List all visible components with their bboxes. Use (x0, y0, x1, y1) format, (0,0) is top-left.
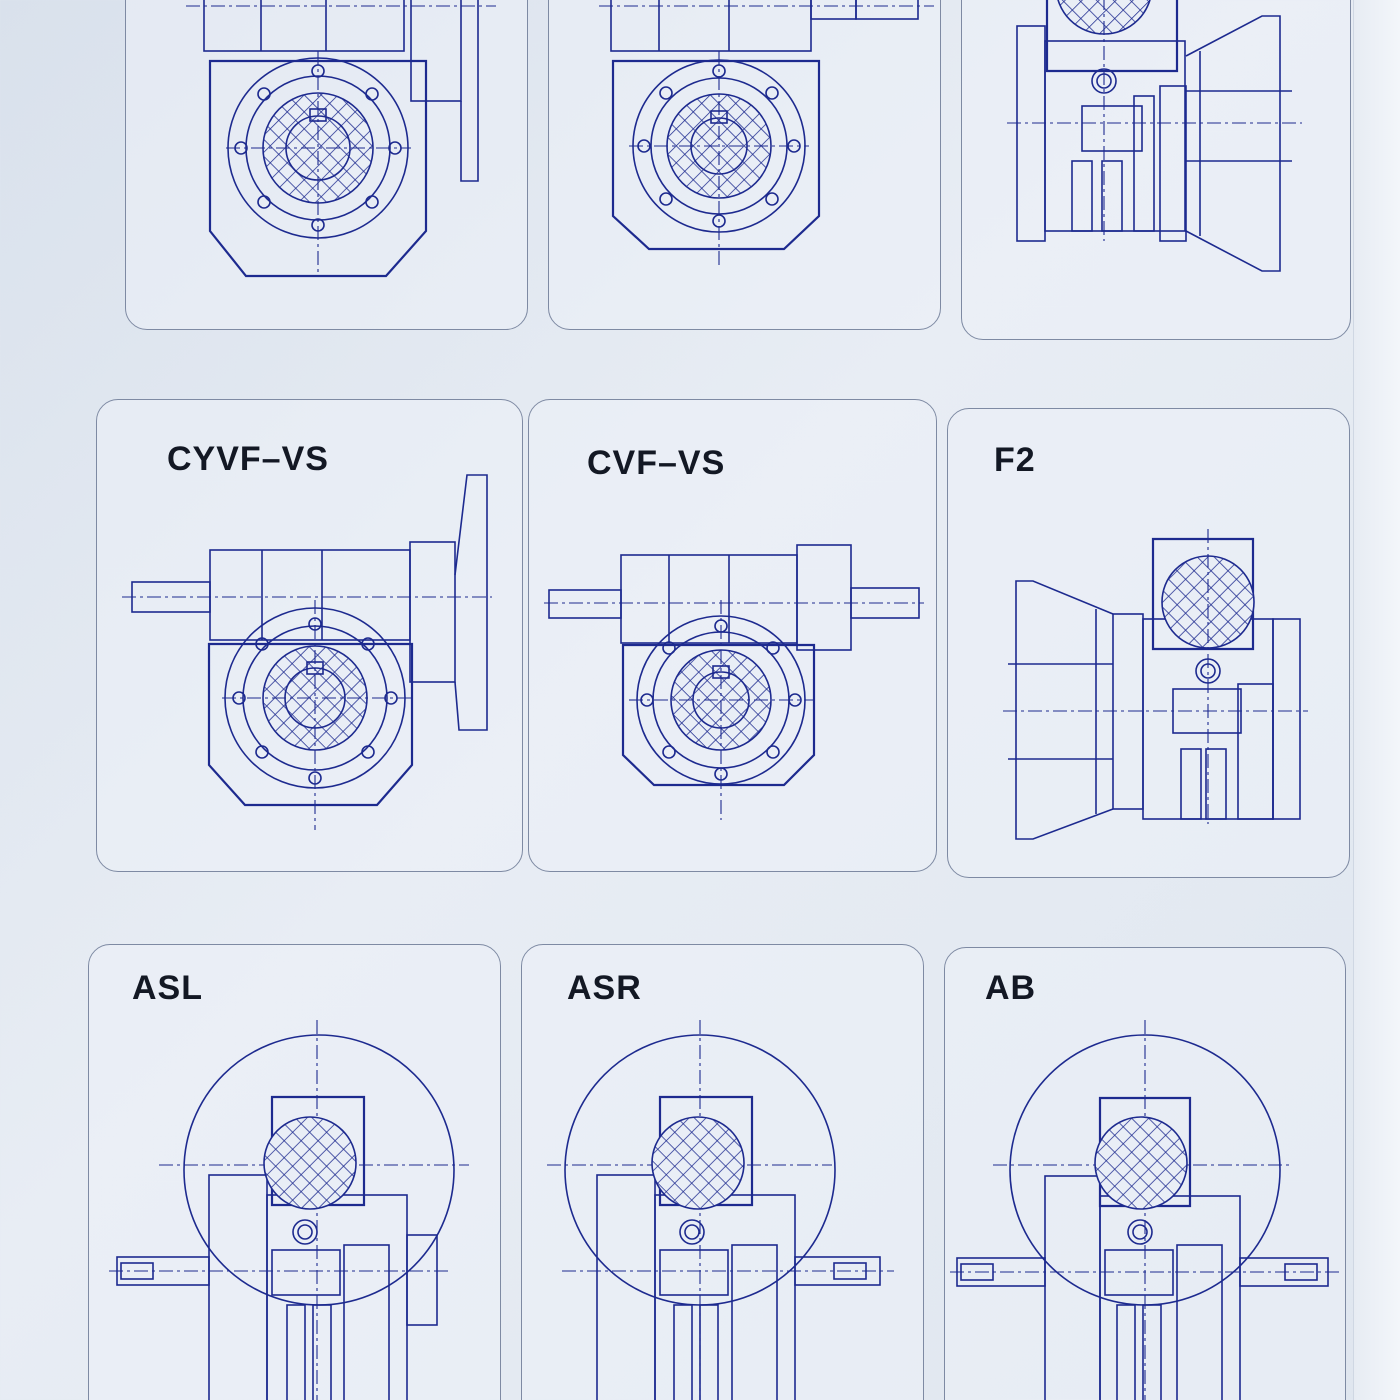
gearbox-hollow-shaft-drawing (950, 1020, 1340, 1400)
mounting-label: ASR (567, 969, 642, 1007)
mounting-card-top-right (961, 0, 1351, 340)
gearbox-side-view-drawing (122, 474, 492, 830)
mounting-label: ASL (132, 969, 203, 1007)
gearbox-front-view-drawing (1007, 0, 1302, 272)
mounting-card-top-left (125, 0, 528, 330)
mounting-card-ab: AB (944, 947, 1346, 1400)
mounting-card-asl: ASL (88, 944, 501, 1400)
gearbox-hollow-shaft-drawing (547, 1020, 894, 1400)
mounting-label: AB (985, 969, 1037, 1007)
mounting-label: CVF–VS (587, 444, 726, 482)
gearbox-hollow-shaft-drawing (109, 1020, 469, 1400)
mounting-card-top-middle (548, 0, 941, 330)
gearbox-side-view-drawing (599, 0, 934, 266)
page-edge (1353, 0, 1400, 1400)
mounting-label: CYVF–VS (167, 440, 329, 478)
gearbox-front-view-drawing (1003, 529, 1308, 840)
gearbox-side-view-drawing (186, 0, 496, 278)
gearbox-side-view-drawing (544, 544, 924, 820)
mounting-label: F2 (994, 441, 1036, 479)
mounting-card-asr: ASR (521, 944, 924, 1400)
mounting-card-cvf-vs: CVF–VS (528, 399, 937, 872)
mounting-card-cyvf-vs: CYVF–VS (96, 399, 523, 872)
mounting-card-f2: F2 (947, 408, 1350, 878)
